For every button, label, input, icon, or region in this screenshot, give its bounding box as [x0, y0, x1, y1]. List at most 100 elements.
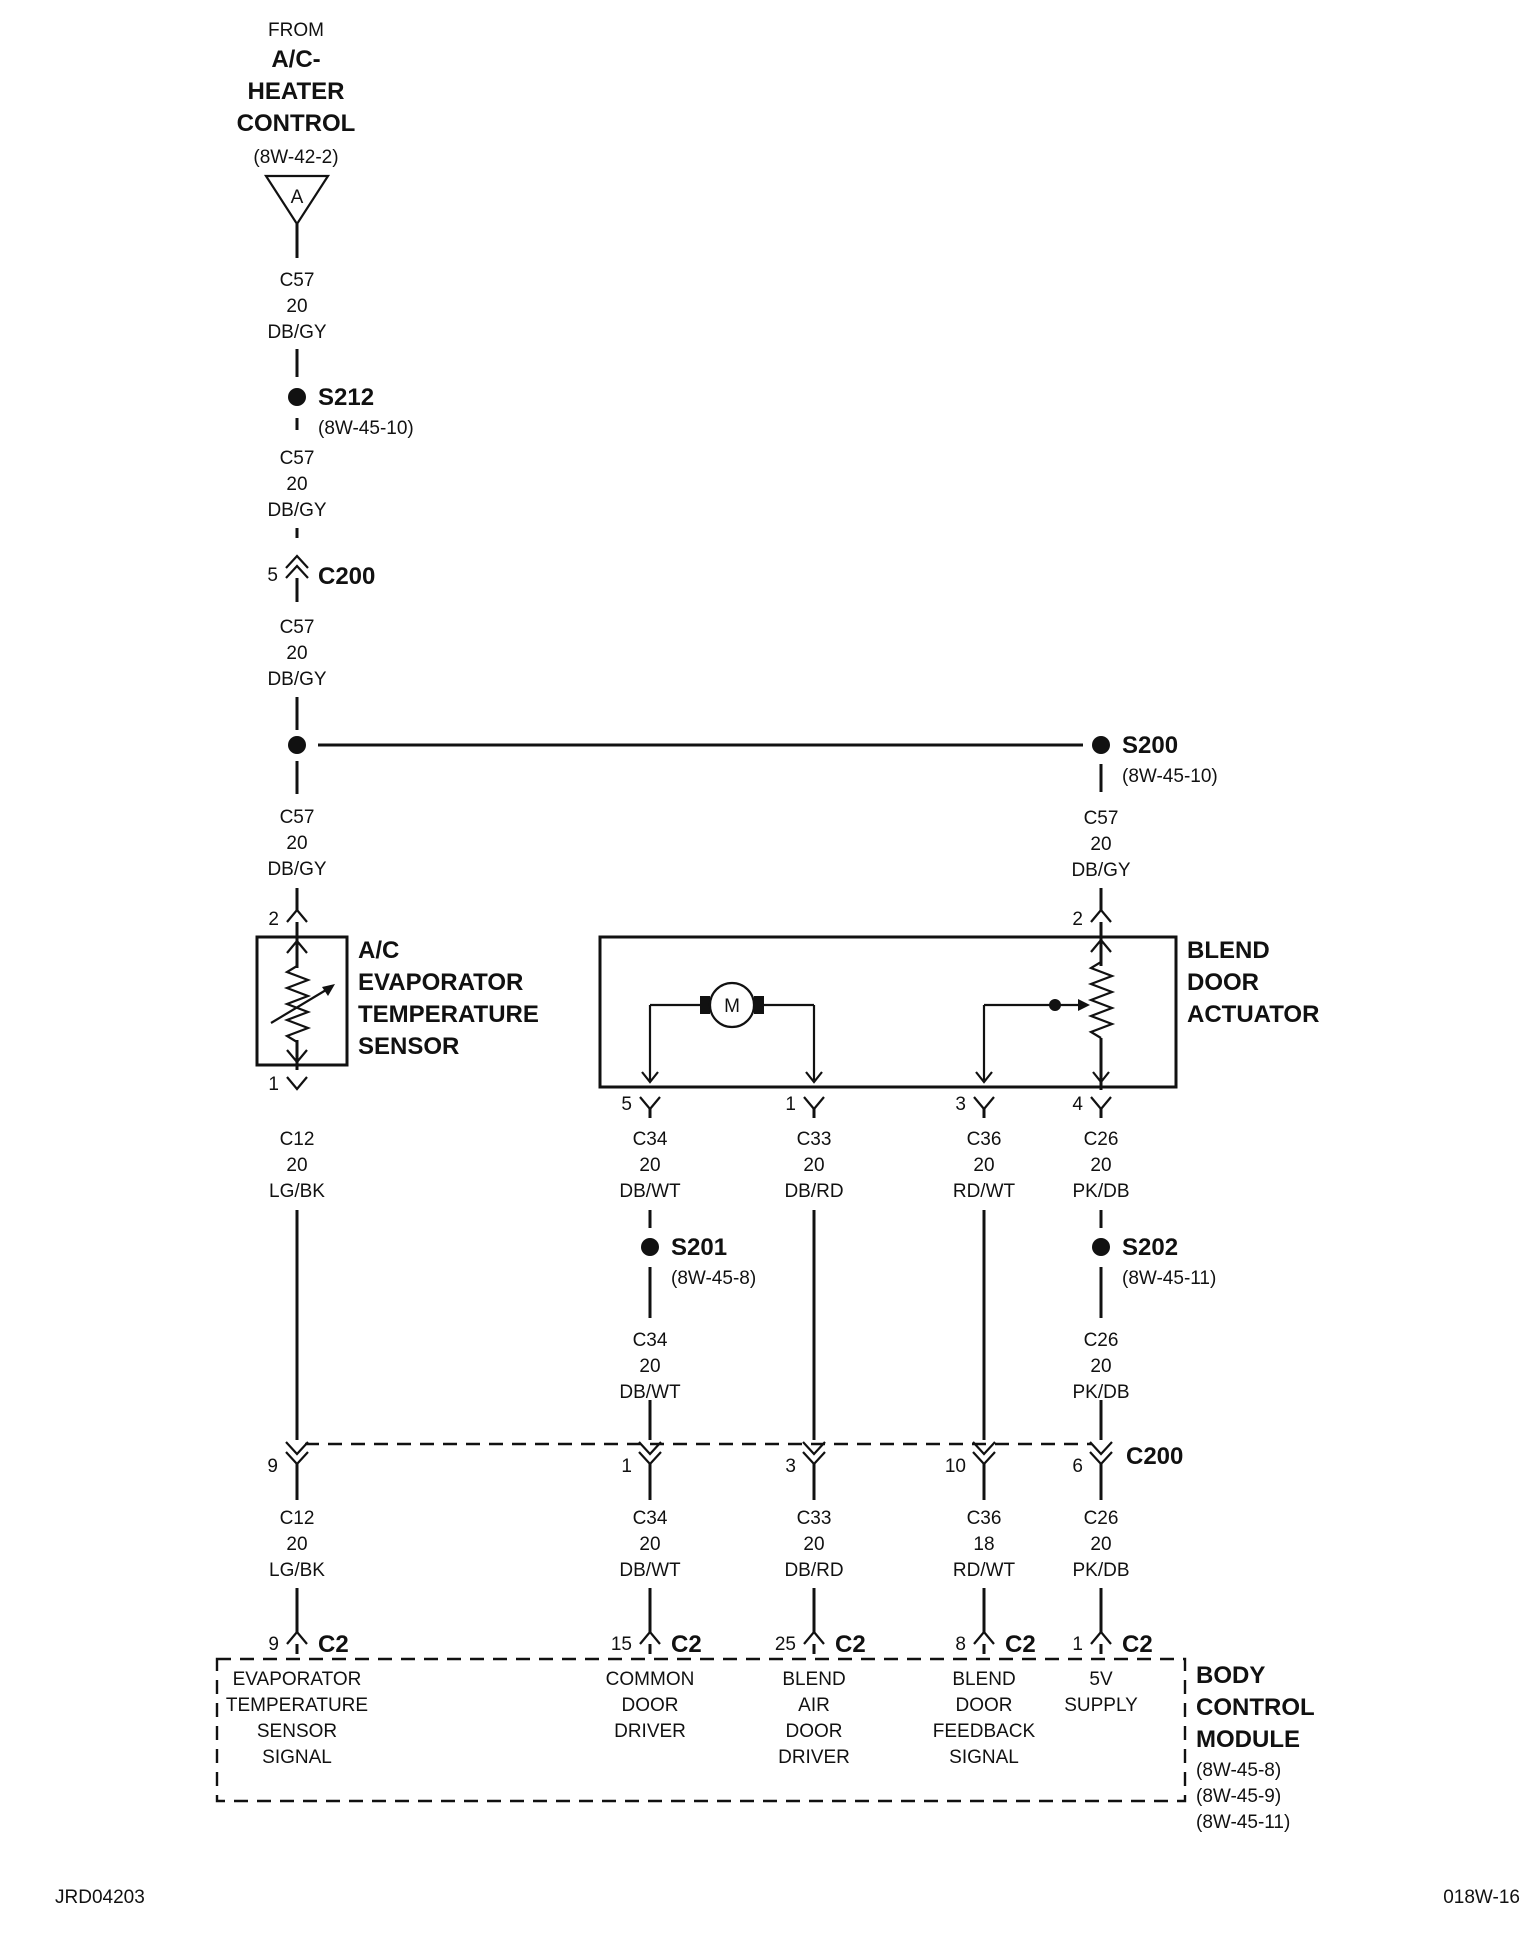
- wire-color: RD/WT: [953, 1560, 1016, 1581]
- blend-door-actuator: 2 M BLEND DOOR: [598, 908, 1319, 1118]
- splice-s200-ref: (8W-45-10): [1122, 766, 1218, 787]
- wire-code: C26: [1084, 1508, 1119, 1529]
- wire-label-c26-upper: C26 20 PK/DB: [1072, 1129, 1129, 1202]
- wire-color: PK/DB: [1072, 1382, 1129, 1403]
- splice-s212-ref: (8W-45-10): [318, 418, 414, 439]
- pin-actuator-5: 5: [621, 1094, 632, 1115]
- source-connector-triangle: A: [263, 174, 331, 227]
- bcm-name-line-3: MODULE: [1196, 1726, 1300, 1753]
- body-control-module: EVAPORATOR TEMPERATURE SENSOR SIGNAL COM…: [215, 1657, 1315, 1833]
- wire-code: C33: [797, 1508, 832, 1529]
- wire-label-c26-mid: C26 20 PK/DB: [1072, 1330, 1129, 1403]
- pin-c200-9: 9: [267, 1456, 278, 1477]
- bcm-function-5v-supply: 5V SUPPLY: [1064, 1669, 1138, 1716]
- splice-s200-name: S200: [1122, 732, 1178, 759]
- connector-c2-label-1: C2: [318, 1631, 349, 1658]
- wire-gauge: 20: [286, 833, 307, 854]
- wire-label-c57-5: C57 20 DB/GY: [1071, 808, 1130, 881]
- wire-code: C57: [280, 448, 315, 469]
- wire-code: C36: [967, 1129, 1002, 1150]
- bcm-name-line-2: CONTROL: [1196, 1694, 1315, 1721]
- wire-color: DB/GY: [1071, 860, 1130, 881]
- bcm-ref-2: (8W-45-9): [1196, 1786, 1281, 1807]
- bcm-ref-1: (8W-45-8): [1196, 1760, 1281, 1781]
- wire-color: LG/BK: [269, 1560, 325, 1581]
- wire-label-c57-4: C57 20 DB/GY: [267, 807, 326, 880]
- pin-c2-15: 15: [611, 1634, 632, 1655]
- bcm-function-line: 5V: [1089, 1669, 1113, 1690]
- connector-c2-pins: 9 C2 15 C2 25 C2 8 C2 1 C2: [268, 1630, 1153, 1658]
- actuator-name-line-2: DOOR: [1187, 969, 1259, 996]
- evaporator-temperature-sensor: 2 1 A/C EVAPORATOR TEMPERATURE SENSOR: [255, 908, 539, 1095]
- bcm-function-line: BLEND: [952, 1669, 1015, 1690]
- wire-label-c33-upper: C33 20 DB/RD: [784, 1129, 843, 1202]
- bcm-function-line: SIGNAL: [262, 1747, 332, 1768]
- wire-gauge: 20: [286, 296, 307, 317]
- connector-c200-top-label: C200: [318, 563, 375, 590]
- sensor-name-line-2: EVAPORATOR: [358, 969, 523, 996]
- wire-code: C26: [1084, 1330, 1119, 1351]
- bcm-function-common-door-driver: COMMON DOOR DRIVER: [606, 1669, 695, 1742]
- wire-code: C34: [633, 1129, 668, 1150]
- wire-label-c57-3: C57 20 DB/GY: [267, 617, 326, 690]
- footer-figure-code: JRD04203: [55, 1887, 145, 1908]
- wire-label-c33-lower: C33 20 DB/RD: [784, 1508, 843, 1581]
- wire-gauge: 18: [973, 1534, 994, 1555]
- wire-code: C57: [1084, 808, 1119, 829]
- source-name-line-1: A/C-: [271, 46, 320, 73]
- wire-gauge: 20: [1090, 1534, 1111, 1555]
- motor-symbol: M: [641, 981, 823, 1084]
- wire-code: C26: [1084, 1129, 1119, 1150]
- pin-sensor-bottom: 1: [268, 1074, 279, 1095]
- bcm-function-line: FEEDBACK: [933, 1721, 1036, 1742]
- potentiometer-symbol: [975, 961, 1116, 1084]
- splice-s200: S200 (8W-45-10): [1092, 732, 1218, 792]
- wire-label-c26-lower: C26 20 PK/DB: [1072, 1508, 1129, 1581]
- wire-gauge: 20: [286, 643, 307, 664]
- pin-actuator-4: 4: [1072, 1094, 1083, 1115]
- wire-color: DB/GY: [267, 322, 326, 343]
- pin-actuator-top: 2: [1072, 909, 1083, 930]
- bcm-function-line: DOOR: [786, 1721, 843, 1742]
- wire-gauge: 20: [803, 1155, 824, 1176]
- source-ref: (8W-42-2): [253, 147, 338, 168]
- wire-gauge: 20: [973, 1155, 994, 1176]
- wire-gauge: 20: [1090, 1155, 1111, 1176]
- wire-color: DB/GY: [267, 859, 326, 880]
- wire-color: DB/GY: [267, 500, 326, 521]
- wire-label-c36-lower: C36 18 RD/WT: [953, 1508, 1016, 1581]
- footer-page-code: 018W-16: [1443, 1887, 1520, 1908]
- bcm-function-line: BLEND: [782, 1669, 845, 1690]
- pin-sensor-top: 2: [268, 909, 279, 930]
- wire-color: LG/BK: [269, 1181, 325, 1202]
- wire-color: PK/DB: [1072, 1181, 1129, 1202]
- wire-gauge: 20: [639, 1155, 660, 1176]
- wire-gauge: 20: [1090, 834, 1111, 855]
- wire-color: RD/WT: [953, 1181, 1016, 1202]
- wire-code: C12: [280, 1508, 315, 1529]
- bcm-function-blend-air-door-driver: BLEND AIR DOOR DRIVER: [778, 1669, 850, 1768]
- splice-s201-ref: (8W-45-8): [671, 1268, 756, 1289]
- wire-code: C57: [280, 807, 315, 828]
- wire-gauge: 20: [286, 1534, 307, 1555]
- wire-label-c36-upper: C36 20 RD/WT: [953, 1129, 1016, 1202]
- pin-c200-1: 1: [621, 1456, 632, 1477]
- bcm-function-line: EVAPORATOR: [233, 1669, 362, 1690]
- bcm-function-line: SIGNAL: [949, 1747, 1019, 1768]
- pin-c2-9: 9: [268, 1634, 279, 1655]
- wire-label-c34-lower: C34 20 DB/WT: [619, 1508, 681, 1581]
- wire-code: C34: [633, 1508, 668, 1529]
- bcm-name-line-1: BODY: [1196, 1662, 1265, 1689]
- sensor-name-line-4: SENSOR: [358, 1033, 459, 1060]
- connector-c2-label-2: C2: [671, 1631, 702, 1658]
- pin-c200-3: 3: [785, 1456, 796, 1477]
- splice-s202: S202 (8W-45-11): [1092, 1234, 1216, 1289]
- source-connector-letter: A: [291, 187, 304, 208]
- wire-label-c12-upper: C12 20 LG/BK: [269, 1129, 325, 1202]
- wire-code: C12: [280, 1129, 315, 1150]
- wire-color: DB/GY: [267, 669, 326, 690]
- wire-label-c34-upper: C34 20 DB/WT: [619, 1129, 681, 1202]
- wire-gauge: 20: [639, 1356, 660, 1377]
- connector-c200-bottom: 9 1 3 10 6 C200: [267, 1441, 1183, 1500]
- pin-c2-1: 1: [1072, 1634, 1083, 1655]
